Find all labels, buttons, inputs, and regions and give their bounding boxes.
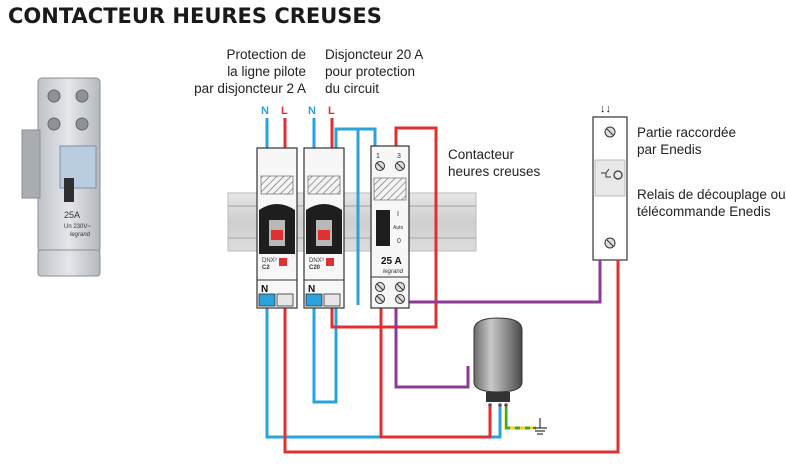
svg-text:DNX³: DNX³ bbox=[262, 258, 277, 264]
svg-text:3: 3 bbox=[397, 153, 401, 160]
label-pilot-protection: Protection de la ligne pilote par disjon… bbox=[194, 47, 306, 96]
svg-text:1: 1 bbox=[376, 153, 380, 160]
label-l-1: L bbox=[281, 105, 288, 117]
svg-text:legrand: legrand bbox=[70, 232, 91, 238]
enedis-relay-box: ↓↓ bbox=[592, 103, 628, 261]
svg-text:C2: C2 bbox=[262, 265, 270, 271]
relay-symbol-icon bbox=[601, 168, 623, 180]
screw-terminal-bottom bbox=[604, 237, 616, 249]
label-relay: Relais de découplage ou télécommande Ene… bbox=[637, 187, 786, 219]
screw-terminal-top bbox=[604, 126, 616, 138]
breaker-2a-module: DNX³ C2 N bbox=[256, 147, 298, 309]
breaker-20a-module: DNX³ C20 N bbox=[303, 147, 345, 309]
svg-text:0: 0 bbox=[397, 238, 401, 245]
label-breaker-20a: Disjoncteur 20 A pour protection du circ… bbox=[325, 47, 424, 96]
label-n-2: N bbox=[308, 105, 316, 117]
svg-text:Un 230V~: Un 230V~ bbox=[64, 224, 91, 230]
enedis-arrows: ↓↓ bbox=[600, 103, 611, 115]
label-n-1: N bbox=[261, 105, 269, 117]
svg-text:Auto: Auto bbox=[393, 225, 404, 231]
svg-text:N: N bbox=[261, 284, 268, 295]
svg-text:25A: 25A bbox=[64, 210, 80, 220]
svg-text:N: N bbox=[308, 284, 315, 295]
svg-text:legrand: legrand bbox=[383, 269, 404, 275]
contactor-module: 1 3 I Auto 0 25 A legrand bbox=[370, 145, 410, 309]
svg-text:DNX³: DNX³ bbox=[309, 258, 324, 264]
water-heater-tank bbox=[473, 317, 523, 407]
contactor-product-photo: 25A Un 230V~ legrand bbox=[21, 77, 101, 277]
label-enedis-connected: Partie raccordée par Enedis bbox=[637, 125, 737, 157]
label-l-2: L bbox=[328, 105, 335, 117]
label-contactor: Contacteur heures creuses bbox=[448, 147, 541, 179]
svg-text:C20: C20 bbox=[309, 265, 321, 271]
page-title: CONTACTEUR HEURES CREUSES bbox=[8, 4, 382, 28]
ground-icon bbox=[533, 418, 547, 435]
svg-text:I: I bbox=[397, 211, 399, 218]
svg-text:25 A: 25 A bbox=[381, 256, 402, 267]
